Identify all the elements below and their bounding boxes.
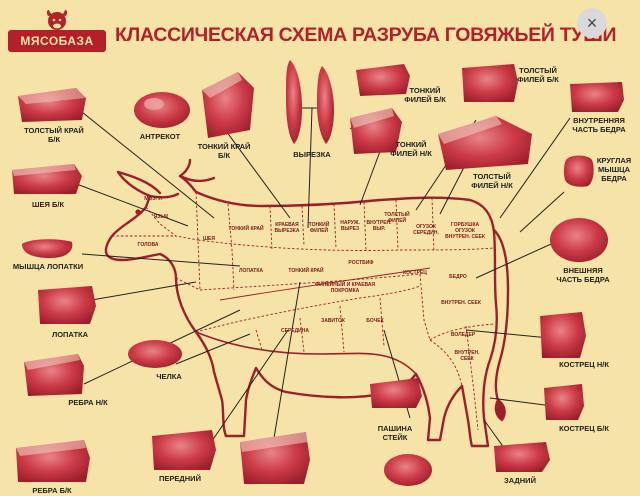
myshca-lopatki-meat-icon bbox=[22, 239, 73, 258]
zone-rostbif: РОСТБИФ bbox=[348, 260, 374, 266]
zone-gorbushka: ГОРБУШКА ОГУЗОК ВНУТРЕН. СЕЕК bbox=[445, 222, 485, 240]
label-tolstyi-file-bk: ТОЛСТЫЙ ФИЛЕЙ Б/К bbox=[517, 66, 559, 84]
tonkii-krai-meat-icon bbox=[202, 72, 254, 138]
tonkii-file-nk-meat-icon bbox=[350, 108, 402, 154]
zone-bedro: БЕДРО bbox=[449, 274, 467, 280]
label-tolstyi-file-nk: ТОЛСТЫЙ ФИЛЕЙ Н/К bbox=[471, 172, 513, 190]
label-vnutr-chast: ВНУТРЕННЯЯ ЧАСТЬ БЕДРА bbox=[572, 116, 626, 134]
filei-band bbox=[219, 267, 431, 301]
vyrezka-meat-icon-1 bbox=[286, 60, 302, 144]
label-rebra: РЕБРА Н/К bbox=[68, 398, 108, 407]
cow-eye bbox=[135, 209, 141, 215]
zone-bochek: БОЧЕК bbox=[366, 318, 384, 324]
pashina-meat-icon-2 bbox=[384, 454, 432, 486]
zone-voleder: ВОЛЕДЕР bbox=[450, 332, 476, 338]
zone-filei: ФИЛЕЙНЫЙ И КРАЕВАЯ ПОКРОМКА bbox=[314, 282, 376, 294]
kostrec-nk-meat-icon bbox=[540, 312, 586, 358]
chelka-meat-icon bbox=[128, 340, 182, 368]
zone-ogusok: ОГУЗОК СЕРЕДИН. bbox=[413, 224, 439, 236]
label-kostrec-nk: КОСТРЕЦ Н/К bbox=[559, 360, 609, 369]
zone-tonkii-krai: ТОНКИЙ КРАЙ bbox=[228, 226, 264, 232]
zone-lopatka: ЛОПАТКА bbox=[238, 268, 264, 274]
cow-outline bbox=[104, 158, 510, 448]
pointer-lines bbox=[65, 103, 571, 471]
zone-tonkii-krai2: ТОНКИЙ КРАЙ bbox=[288, 268, 324, 274]
label-tolstyi-krai: ТОЛСТЫЙ КРАЙ Б/К bbox=[24, 126, 84, 144]
label-zadnii: ЗАДНИЙ bbox=[504, 476, 536, 485]
label-tonkii-file-nk: ТОНКИЙ ФИЛЕЙ Н/К bbox=[390, 140, 432, 158]
vyrezka-meat-icon-2 bbox=[317, 66, 334, 144]
label-chelka: ЧЕЛКА bbox=[156, 372, 182, 381]
logo-text: МЯСОБАЗА №1 bbox=[8, 30, 106, 70]
pashina-meat-icon-1 bbox=[370, 378, 422, 408]
label-antrekot: АНТРЕКОТ bbox=[139, 132, 181, 141]
tonkii-file-bk-meat-icon bbox=[356, 64, 410, 96]
zone-kostrec: КОСТРЕЦ bbox=[403, 270, 427, 276]
tolstyi-file-bk-meat-icon bbox=[462, 64, 518, 102]
vneshnyaya-chast-meat-icon bbox=[550, 218, 608, 262]
zone-tonkii-file: ТОНКИЙ ФИЛЕЙ bbox=[308, 222, 330, 234]
zone-kraevaya: КРАЕВАЯ ВЫРЕЗКА bbox=[274, 222, 300, 234]
lopatka-meat-icon bbox=[38, 286, 96, 324]
label-kruglaya-myshca: КРУГЛАЯ МЫШЦА БЕДРА bbox=[596, 156, 632, 183]
label-sheya: ШЕЯ Б/К bbox=[31, 200, 65, 209]
close-icon[interactable]: × bbox=[577, 8, 607, 38]
cut-zone-lines bbox=[112, 191, 495, 431]
label-myshca-lopatki: МЫШЦА ЛОПАТКИ bbox=[12, 262, 84, 271]
zadnii-meat-icon bbox=[494, 442, 550, 472]
zone-vnutren: ВНУТРЕН. СЕЕК bbox=[454, 350, 480, 362]
zone-golova: ГОЛОВА bbox=[137, 242, 159, 248]
rebra-bk-meat-icon bbox=[16, 440, 90, 482]
zone-vnutr-vyr: ВНУТРЕН. ВЫР. bbox=[366, 220, 392, 232]
center-bottom-meat-icon bbox=[240, 432, 310, 484]
zone-yazyk: ЯЗЫК bbox=[153, 214, 169, 220]
label-tonkii-file-bk: ТОНКИЙ ФИЛЕЙ Б/К bbox=[404, 86, 446, 104]
tolstyi-krai-meat-icon bbox=[18, 88, 86, 122]
label-pashina: ПАШИНА СТЕЙК bbox=[377, 424, 413, 442]
sheya-meat-icon bbox=[12, 164, 82, 194]
zone-sheya: ШЕЯ bbox=[203, 236, 215, 242]
zone-seredina: СЕРЕДИНА bbox=[281, 328, 309, 334]
brand-logo: МЯСОБАЗА №1 bbox=[8, 8, 106, 70]
vnutr-chast-meat-icon bbox=[570, 82, 624, 112]
zone-vnutr-seek: ВНУТРЕН. СЕЕК bbox=[441, 300, 481, 306]
label-tonkii-krai: ТОНКИЙ КРАЙ Б/К bbox=[197, 142, 251, 160]
label-kostrec-bk: КОСТРЕЦ Б/К bbox=[559, 424, 609, 433]
rebra-meat-icon bbox=[24, 354, 84, 396]
antrekot-meat-icon bbox=[134, 92, 190, 128]
tolstyi-file-nk-meat-icon bbox=[438, 116, 532, 170]
label-rebra-bk: РЕБРА Б/К bbox=[32, 486, 72, 495]
perednii-meat-icon bbox=[152, 430, 216, 470]
zone-mozgi: МОЗГИ bbox=[144, 196, 162, 202]
kruglaya-myshca-meat-icon bbox=[563, 155, 594, 187]
zone-tolstyi-file: ТОЛСТЫЙ ФИЛЕЙ bbox=[384, 212, 410, 224]
label-lopatka: ЛОПАТКА bbox=[51, 330, 89, 339]
label-vneshnyaya-chast: ВНЕШНЯЯ ЧАСТЬ БЕДРА bbox=[556, 266, 610, 284]
zone-zavitok: ЗАВИТОК bbox=[321, 318, 345, 324]
label-perednii: ПЕРЕДНИЙ bbox=[159, 474, 201, 483]
zone-naruzh: НАРУЖ. ВЫРЕЗ bbox=[340, 220, 360, 232]
page-title: КЛАССИЧЕСКАЯ СХЕМА РАЗРУБА ГОВЯЖЬЕЙ ТУШИ bbox=[115, 24, 617, 46]
label-vyrezka: ВЫРЕЗКА bbox=[293, 150, 331, 159]
cow-head-logo-icon bbox=[46, 10, 68, 30]
kostrec-bk-meat-icon bbox=[544, 384, 584, 420]
